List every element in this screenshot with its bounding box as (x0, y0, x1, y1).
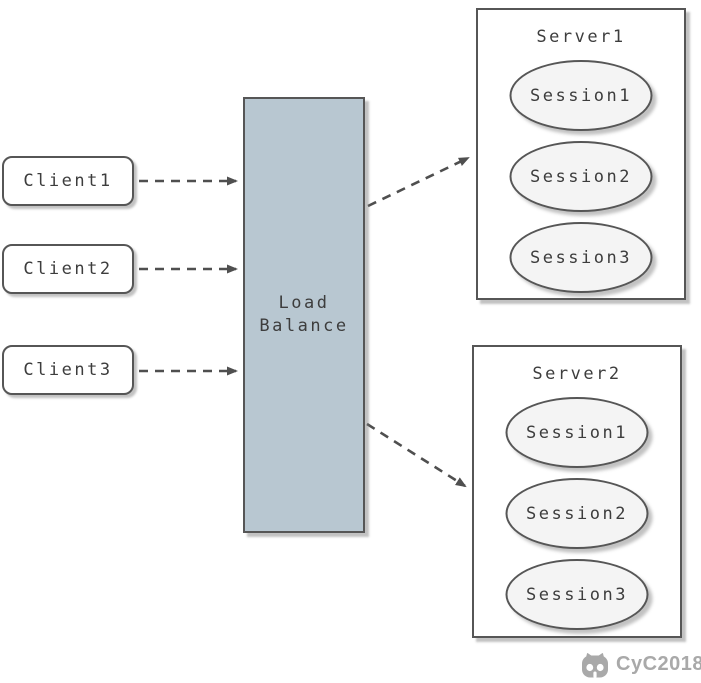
server2-session2-node: Session2 (505, 478, 649, 549)
watermark: CyC2018 (580, 651, 701, 678)
server2-session1-label: Session1 (526, 422, 628, 443)
server1-session2-label: Session2 (530, 166, 632, 187)
client2-node: Client2 (2, 244, 134, 294)
github-octocat-icon (582, 653, 608, 678)
server1-session3-label: Session3 (530, 247, 632, 268)
server1-session2-node: Session2 (509, 141, 653, 212)
server2-group: Server2 Session1 Session2 Session3 (472, 345, 682, 638)
arrow-loadbalancer-to-server1 (367, 156, 470, 208)
client2-label: Client2 (23, 259, 113, 279)
server2-session1-node: Session1 (505, 397, 649, 468)
server2-title: Server2 (532, 364, 622, 384)
load-balancer-node: Load Balance (243, 97, 365, 533)
server2-session2-label: Session2 (526, 503, 628, 524)
server2-session3-node: Session3 (505, 559, 649, 630)
server1-session1-node: Session1 (509, 60, 653, 131)
server1-session3-node: Session3 (509, 222, 653, 293)
load-balancer-label-line1: Load (278, 293, 330, 313)
client3-label: Client3 (23, 360, 113, 380)
server1-session1-label: Session1 (530, 85, 632, 106)
client3-node: Client3 (2, 345, 134, 395)
client1-label: Client1 (23, 171, 113, 191)
arrow-loadbalancer-to-server2 (366, 422, 467, 488)
load-balancer-label-line2: Balance (259, 316, 349, 336)
watermark-text: CyC2018 (616, 653, 701, 675)
server1-title: Server1 (536, 27, 626, 47)
server1-group: Server1 Session1 Session2 Session3 (476, 8, 686, 300)
client1-node: Client1 (2, 156, 134, 206)
server2-session3-label: Session3 (526, 584, 628, 605)
